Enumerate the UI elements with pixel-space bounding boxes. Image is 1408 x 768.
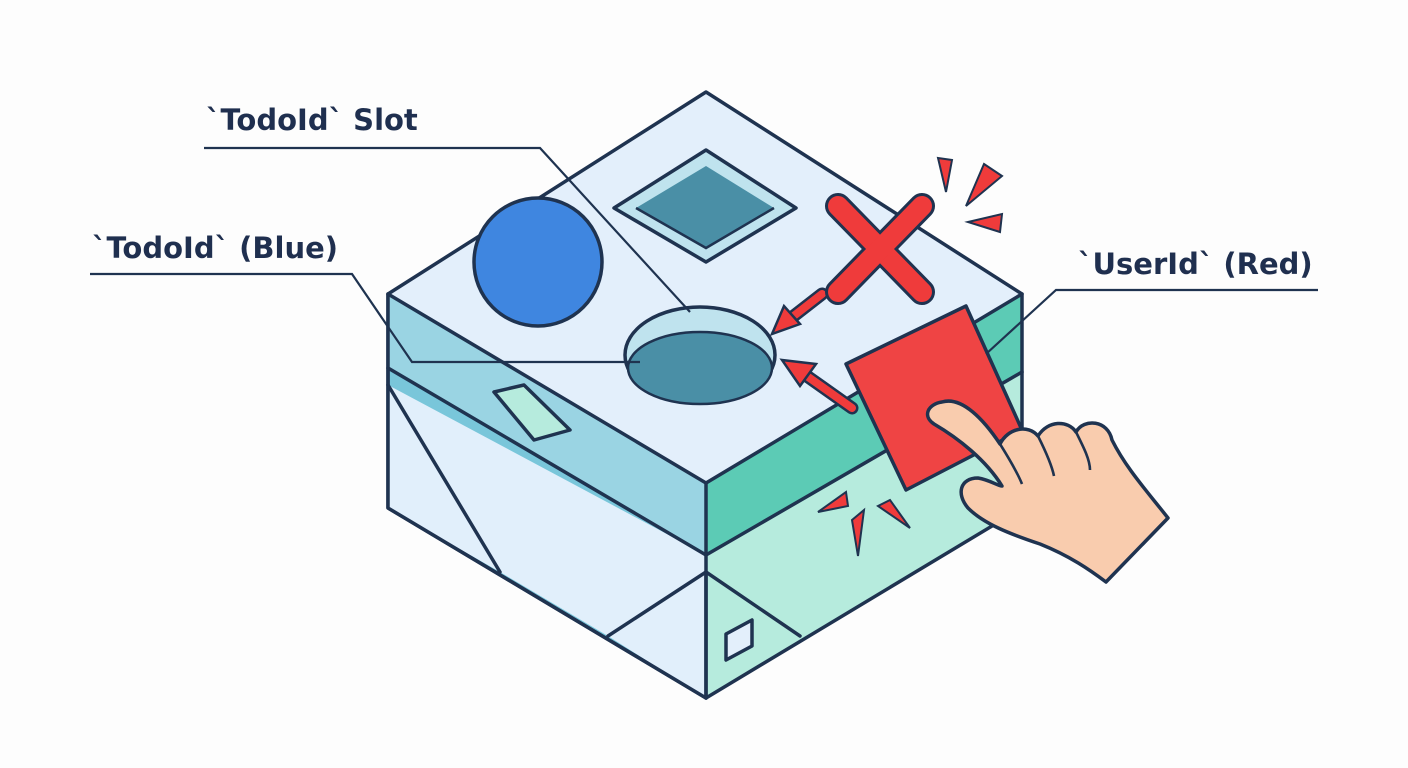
todoid-round-slot <box>623 305 777 406</box>
leader-todoid-slot <box>204 146 691 313</box>
leader-todoid-blue <box>90 272 640 364</box>
leader-lines <box>90 146 1318 364</box>
box-seam-bottom-l <box>606 570 708 638</box>
todoid-blue-peg <box>472 196 604 328</box>
label-userid-red: `UserId` (Red) <box>1078 247 1313 281</box>
red-arrows <box>769 287 859 415</box>
arrow-lower-icon <box>779 358 859 415</box>
pointing-hand-icon <box>925 399 1170 584</box>
box-seam-left-lower <box>386 383 502 574</box>
label-todoid-blue: `TodoId` (Blue) <box>92 231 338 265</box>
arrow-upper-icon <box>769 287 829 337</box>
box-seam-bottom-r <box>704 570 802 638</box>
box-left-face-band <box>388 385 706 698</box>
square-slot <box>612 148 798 264</box>
diamond-cutout <box>724 618 754 662</box>
leader-userid-red <box>985 288 1318 355</box>
burst-marks-top <box>936 156 1004 234</box>
burst-marks-bottom <box>817 490 911 557</box>
box-seam-left <box>386 366 708 557</box>
triangle-cutout <box>492 383 572 442</box>
x-mark-icon <box>825 193 935 305</box>
label-todoid-slot: `TodoId` Slot <box>206 103 418 137</box>
